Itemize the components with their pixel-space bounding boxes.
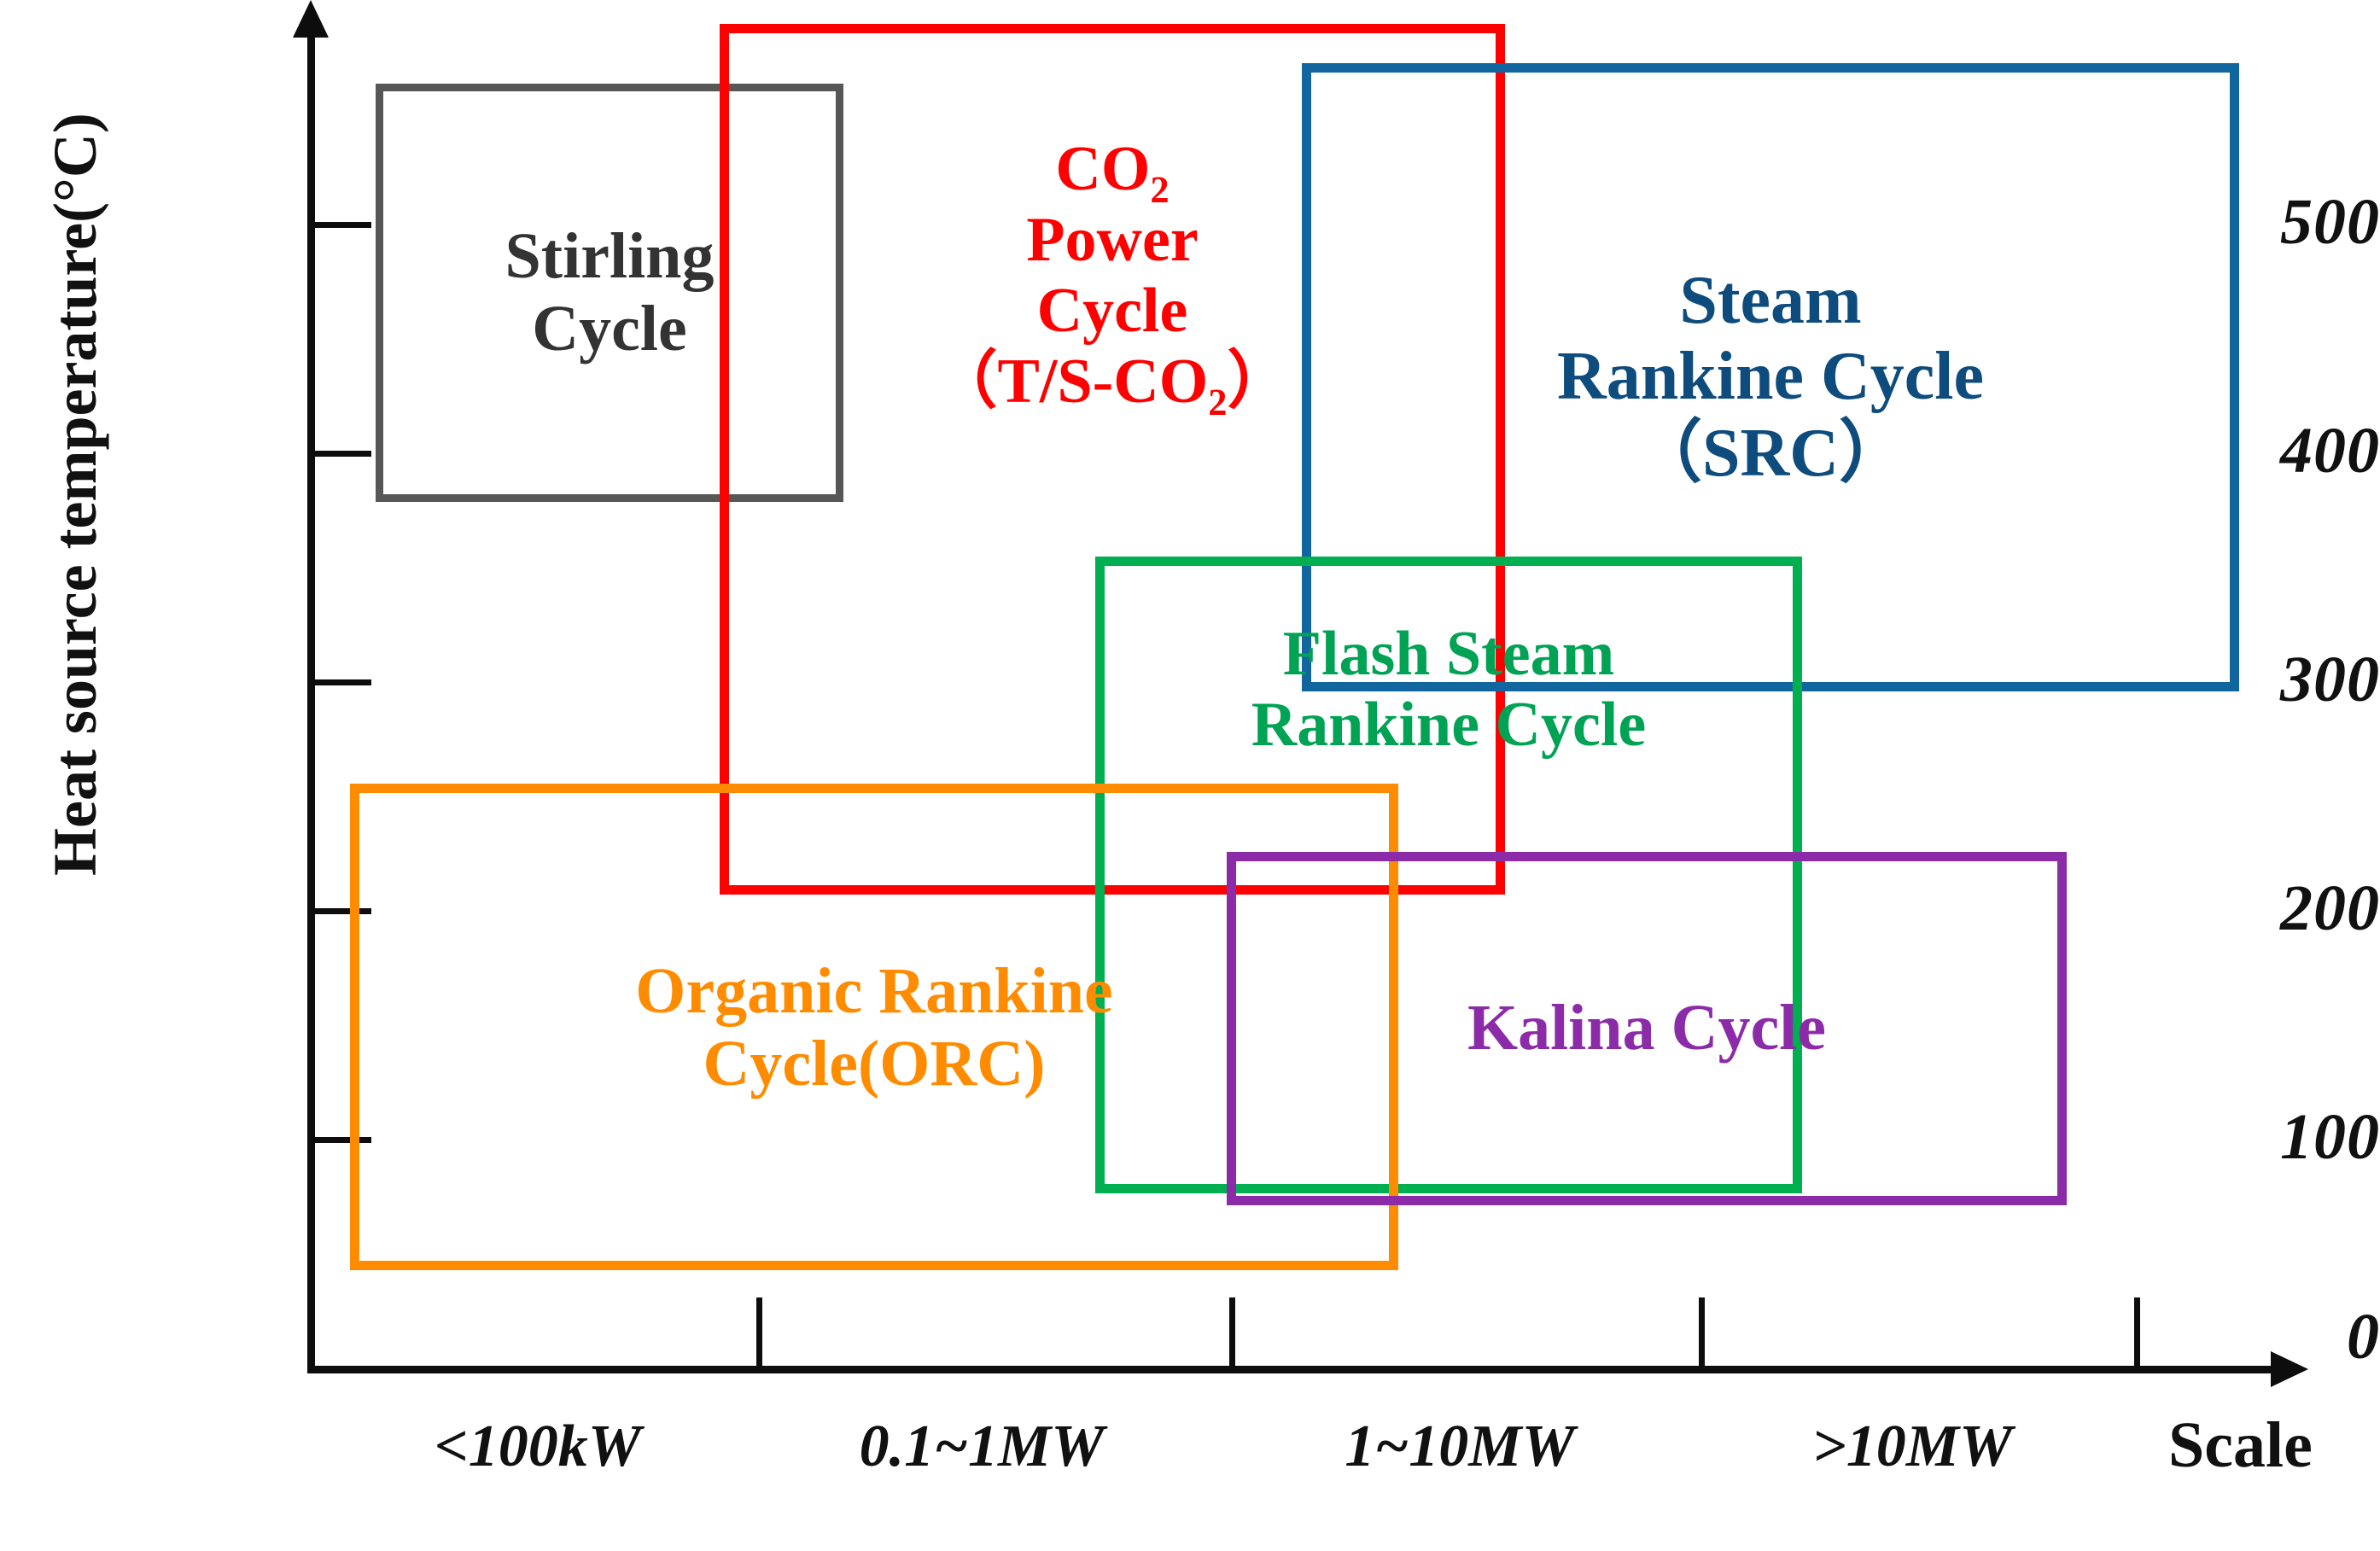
y-tick-label-400: 400 [2280, 415, 2380, 487]
x-axis-line [307, 1366, 2284, 1373]
region-box-stirling-cycle[interactable]: Stirling Cycle [376, 84, 843, 502]
y-tick-200 [315, 908, 371, 914]
region-label-steam-rankine-cycle: Steam Rankine Cycle （SRC） [1557, 262, 1984, 491]
y-tick-label-300: 300 [2280, 644, 2380, 715]
region-label-kalina-cycle: Kalina Cycle [1467, 992, 1827, 1064]
y-axis-title: Heat source temperature(°C) [41, 113, 109, 876]
region-label-flash-steam-rankine-cycle: Flash Steam Rankine Cycle [1251, 619, 1647, 760]
y-tick-100 [315, 1137, 371, 1143]
x-tick-1 [756, 1297, 762, 1367]
x-tick-label-0p1-1mw: 0.1~1MW [859, 1414, 1105, 1479]
y-tick-500 [315, 222, 371, 228]
region-label-stirling-cycle: Stirling Cycle [505, 219, 715, 364]
y-tick-400 [315, 451, 371, 457]
region-box-kalina-cycle[interactable]: Kalina Cycle [1227, 852, 2067, 1205]
region-label-organic-rankine-cycle: Organic Rankine Cycle(ORC) [635, 955, 1113, 1100]
y-axis-line [307, 26, 315, 1373]
x-tick-label-lt100kw: <100kW [434, 1414, 642, 1479]
y-axis-arrow-icon [293, 0, 329, 38]
x-axis-arrow-icon [2271, 1351, 2308, 1387]
region-label-co2-power-cycle: CO₂ Power Cycle （T/S-CO₂） [934, 134, 1291, 417]
y-tick-label-0: 0 [2347, 1301, 2380, 1373]
x-tick-label-gt10mw: >10MW [1811, 1414, 2013, 1479]
x-tick-4 [2134, 1297, 2140, 1367]
y-tick-label-500: 500 [2280, 186, 2380, 258]
y-tick-300 [315, 679, 371, 685]
x-tick-2 [1229, 1297, 1235, 1367]
x-tick-3 [1699, 1297, 1705, 1367]
y-tick-label-200: 200 [2280, 872, 2380, 944]
region-box-co2-power-cycle[interactable]: CO₂ Power Cycle （T/S-CO₂） [720, 24, 1505, 895]
y-tick-label-100: 100 [2280, 1101, 2380, 1173]
x-axis-title: Scale [2168, 1409, 2313, 1481]
region-box-steam-rankine-cycle[interactable]: Steam Rankine Cycle （SRC） [1302, 63, 2239, 691]
x-tick-label-1-10mw: 1~10MW [1345, 1414, 1575, 1479]
region-box-organic-rankine-cycle[interactable]: Organic Rankine Cycle(ORC) [350, 784, 1398, 1270]
region-box-flash-steam-rankine-cycle[interactable]: Flash Steam Rankine Cycle [1095, 557, 1802, 1193]
